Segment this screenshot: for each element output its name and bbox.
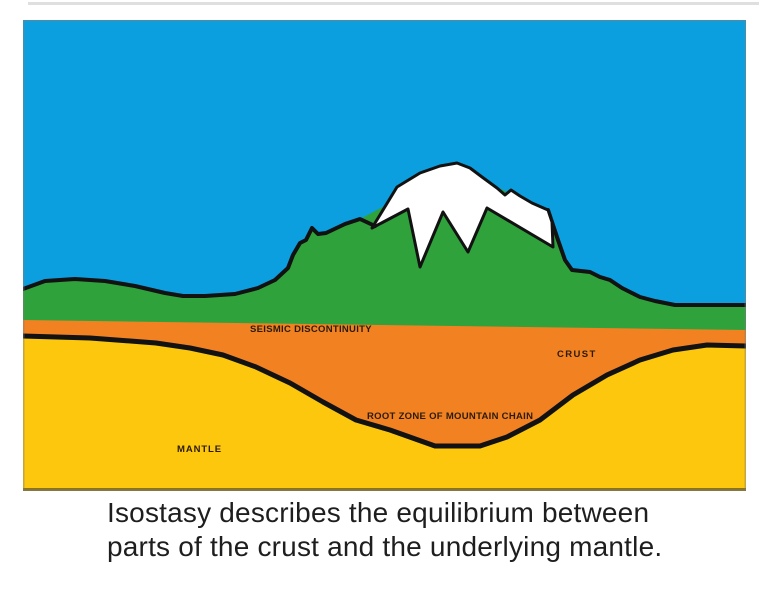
skyline-outline-left: [23, 217, 377, 298]
caption-line-2: parts of the crust and the underlying ma…: [107, 531, 663, 562]
label-crust: CRUST: [557, 349, 597, 360]
isostasy-diagram: SEISMIC DISCONTINUITY CRUST ROOT ZONE OF…: [23, 20, 746, 491]
label-mantle: MANTLE: [177, 444, 222, 455]
diagram-bottom-edge: [23, 488, 746, 491]
diagram-canvas: [23, 20, 746, 491]
figure-caption: Isostasy describes the equilibrium betwe…: [107, 496, 662, 564]
snow-cap: [370, 161, 555, 269]
label-root-zone: ROOT ZONE OF MOUNTAIN CHAIN: [367, 411, 534, 422]
top-border-line: [28, 2, 759, 5]
skyline-outline-right: [546, 208, 746, 307]
crust-mantle-boundary-line: [23, 333, 746, 449]
diagram-border: [23, 20, 746, 491]
land-region: [23, 168, 746, 330]
label-seismic-discontinuity: SEISMIC DISCONTINUITY: [250, 324, 372, 335]
caption-line-1: Isostasy describes the equilibrium betwe…: [107, 497, 650, 528]
